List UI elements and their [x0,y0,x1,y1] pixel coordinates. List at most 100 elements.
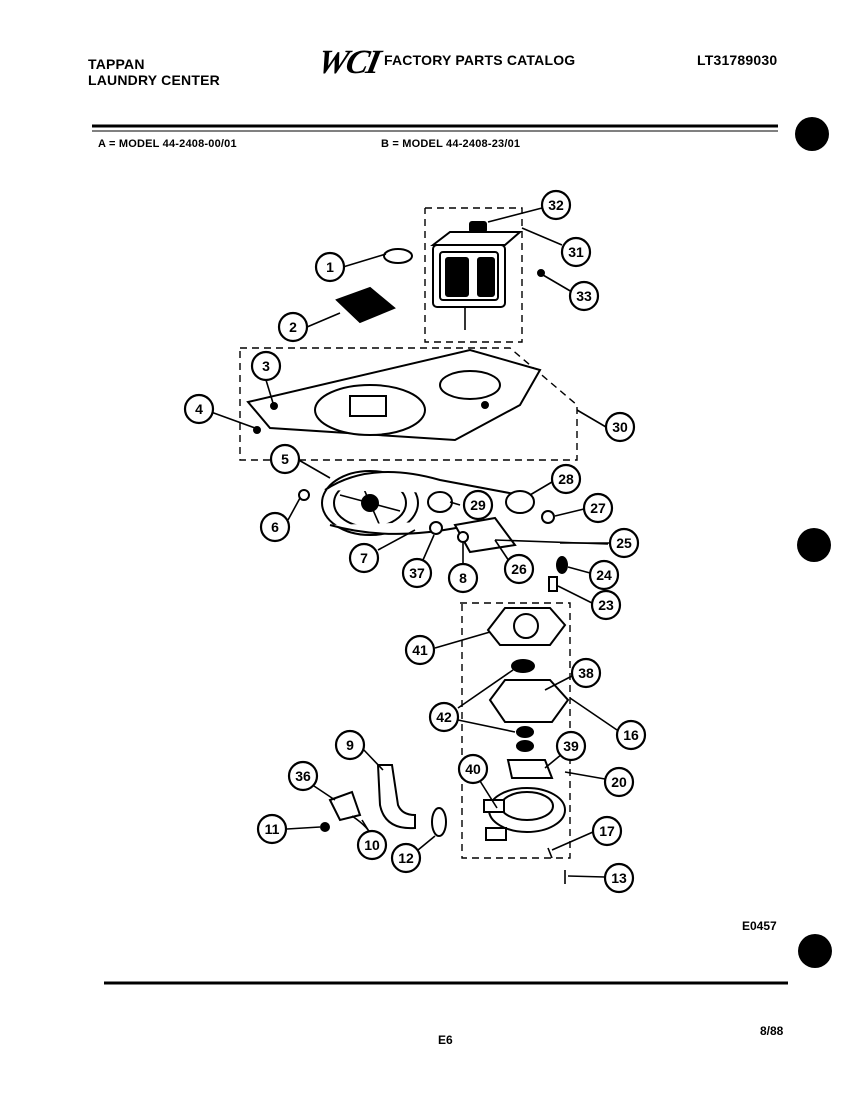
callout-label: 11 [265,821,280,837]
callout-39: 39 [555,730,587,762]
pump-body-part [483,787,566,841]
spring-part [556,556,568,574]
motor-part [430,221,523,330]
callout-label: 31 [568,244,584,260]
callout-27: 27 [582,492,614,524]
callout-label: 32 [548,197,564,213]
callout-20: 20 [603,766,635,798]
leader-lines [210,207,618,878]
washer-27-part [541,510,555,524]
callout-41: 41 [404,634,436,666]
callout-17: 17 [591,815,623,847]
brand-line-2: LAUNDRY CENTER [88,72,220,88]
callout-label: 23 [598,597,614,613]
page-code: E6 [438,1033,453,1047]
callout-label: 40 [465,761,481,777]
callout-label: 7 [360,550,368,566]
callout-4: 4 [183,393,215,425]
motor-assembly-box [424,207,523,343]
binder-hole-middle [797,528,831,562]
screw-4-part [253,426,261,434]
binder-hole-top [795,117,829,151]
callout-1: 1 [314,251,346,283]
callout-label: 37 [409,565,425,581]
ring-clamp-part [383,248,413,264]
screw-11-part [320,822,330,832]
callout-label: 30 [612,419,628,435]
callout-38: 38 [570,657,602,689]
hose-clamp-part [431,807,447,837]
idler-bracket-part [453,516,517,554]
screw-17-part [547,847,553,859]
callout-33: 33 [568,280,600,312]
callout-label: 10 [364,837,380,853]
callout-40: 40 [457,753,489,785]
pad-part [335,286,396,324]
callout-label: 27 [590,500,606,516]
catalog-number: LT31789030 [697,52,778,68]
catalog-title: FACTORY PARTS CATALOG [384,52,576,68]
impeller-part [506,759,554,779]
callout-42: 42 [428,701,460,733]
figure-code: E0457 [742,919,777,933]
screw-33-part [537,269,545,277]
callout-6: 6 [259,511,291,543]
callout-10: 10 [356,829,388,861]
callout-8: 8 [447,562,479,594]
pump-cover-part [486,607,567,646]
seal-lower-part [516,726,534,738]
callout-label: 38 [578,665,594,681]
callout-2: 2 [277,311,309,343]
motor-pulley-part [505,490,535,514]
callout-label: 13 [611,870,627,886]
callout-9: 9 [334,729,366,761]
ball-37-part [429,521,443,535]
callout-label: 28 [558,471,574,487]
brand-line-1: TAPPAN [88,56,145,72]
clip-part [548,576,558,592]
model-a-label: A = MODEL 44-2408-00/01 [98,138,237,150]
callout-5: 5 [269,443,301,475]
gasket-part [488,679,570,723]
callout-label: 12 [398,850,414,866]
callout-32: 32 [540,189,572,221]
callout-23: 23 [590,589,622,621]
callout-label: 16 [623,727,639,743]
callout-label: 41 [412,642,428,658]
callout-31: 31 [560,236,592,268]
small-pulley-part [427,491,453,513]
callout-label: 4 [195,401,203,417]
callout-37: 37 [401,557,433,589]
callout-29: 29 [462,489,494,521]
callout-11: 11 [256,813,288,845]
callout-label: 25 [616,535,632,551]
nut-8-part [457,531,469,543]
callout-label: 2 [289,319,297,335]
callout-25: 25 [608,527,640,559]
callout-label: 3 [262,358,270,374]
callout-label: 29 [470,497,486,513]
callout-label: 6 [271,519,279,535]
callout-label: 5 [281,451,289,467]
binder-hole-bottom [798,934,832,968]
callout-label: 26 [511,561,527,577]
callout-label: 24 [596,567,612,583]
hose-bracket-part [328,790,362,822]
callout-label: 42 [436,709,452,725]
callout-label: 9 [346,737,354,753]
callout-26: 26 [503,553,535,585]
callout-label: 20 [611,774,627,790]
callout-24: 24 [588,559,620,591]
seal-lower2-part [516,740,534,752]
callout-label: 33 [576,288,592,304]
model-b-label: B = MODEL 44-2408-23/01 [381,138,521,150]
print-date: 8/88 [760,1024,784,1038]
callout-30: 30 [604,411,636,443]
callout-36: 36 [287,760,319,792]
base-plate-part [246,348,542,442]
callout-label: 36 [295,768,311,784]
seal-part [511,659,535,673]
callout-13: 13 [603,862,635,894]
callout-label: 8 [459,570,467,586]
